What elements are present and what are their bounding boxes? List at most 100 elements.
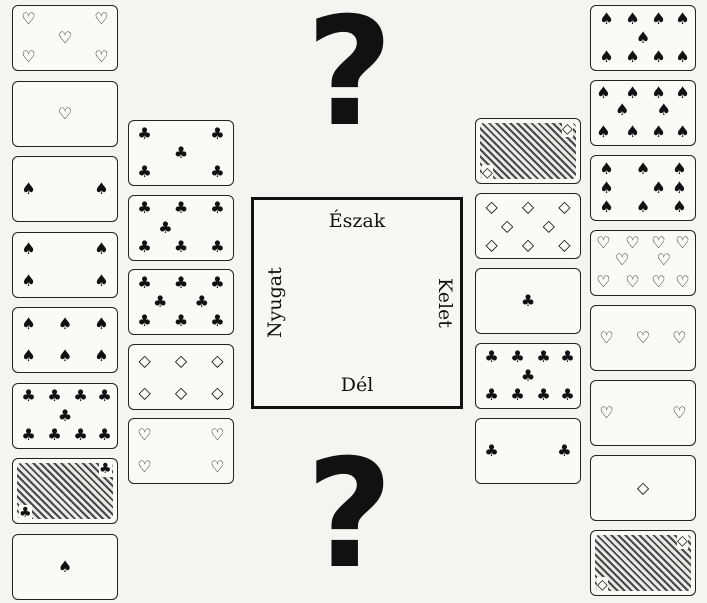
diamond-icon: ◇ (501, 218, 513, 234)
heart-icon: ♡ (625, 274, 639, 290)
heart-icon: ♡ (210, 427, 224, 443)
playing-card: ♠ ♠ ♠ ♠ (12, 232, 118, 298)
spade-icon: ♠ (625, 85, 639, 101)
club-icon: ♣ (210, 200, 224, 216)
spade-icon: ♠ (21, 241, 35, 257)
club-icon: ♣ (19, 505, 32, 521)
spade-icon: ♠ (94, 181, 108, 197)
club-icon: ♣ (210, 164, 224, 180)
spade-icon: ♠ (94, 273, 108, 289)
heart-icon: ♡ (596, 274, 610, 290)
spade-icon: ♠ (94, 316, 108, 332)
diamond-icon: ◇ (175, 385, 187, 401)
playing-card: ♡♡♡♡♡♡♡♡♡♡ (590, 230, 696, 296)
diamond-icon: ◇ (522, 237, 534, 253)
spade-icon: ♠ (672, 199, 686, 215)
spade-icon: ♠ (58, 348, 72, 364)
south-question-mark: ? (306, 440, 393, 590)
club-icon: ♣ (47, 388, 61, 404)
spade-icon: ♠ (94, 241, 108, 257)
playing-card: ◇◇◇◇◇◇◇◇ (475, 193, 581, 259)
heart-icon: ♡ (651, 235, 665, 251)
club-icon: ♣ (557, 443, 571, 459)
diamond-icon: ◇ (558, 199, 570, 215)
spade-icon: ♠ (599, 199, 613, 215)
spade-icon: ♠ (625, 124, 639, 140)
playing-card: ♠♠♠♠♠♠♠♠♠ (590, 155, 696, 221)
diamond-icon: ◇ (138, 385, 150, 401)
spade-icon: ♠ (651, 124, 665, 140)
heart-icon: ♡ (58, 30, 72, 46)
diamond-icon: ◇ (562, 121, 573, 137)
spade-icon: ♠ (651, 85, 665, 101)
playing-card: ♠♠♠♠♠♠ (12, 307, 118, 373)
heart-icon: ♡ (625, 235, 639, 251)
club-icon: ♣ (73, 427, 87, 443)
spade-icon: ♠ (651, 49, 665, 65)
spade-icon: ♠ (675, 85, 689, 101)
spade-icon: ♠ (636, 199, 650, 215)
diamond-icon: ◇ (211, 385, 223, 401)
club-icon: ♣ (560, 349, 574, 365)
diamond-icon: ◇ (677, 533, 688, 549)
diamond-icon: ◇ (637, 480, 649, 496)
heart-icon: ♡ (675, 235, 689, 251)
club-icon: ♣ (174, 145, 188, 161)
heart-icon: ♡ (58, 106, 72, 122)
heart-icon: ♡ (615, 252, 629, 268)
playing-card: ♣♣♣♣♣♣♣♣♣ (475, 343, 581, 409)
spade-icon: ♠ (625, 49, 639, 65)
playing-card: ♡ ♡ ♡ (590, 305, 696, 371)
heart-icon: ♡ (137, 427, 151, 443)
heart-icon: ♡ (657, 252, 671, 268)
heart-icon: ♡ (94, 49, 108, 65)
heart-icon: ♡ (651, 274, 665, 290)
playing-card: ◇◇◇◇◇◇ (128, 344, 234, 410)
diamond-icon: ◇ (482, 165, 493, 181)
club-icon: ♣ (484, 349, 498, 365)
diamond-icon: ◇ (522, 199, 534, 215)
spade-icon: ♠ (21, 348, 35, 364)
club-icon: ♣ (536, 387, 550, 403)
club-icon: ♣ (21, 427, 35, 443)
diamond-icon: ◇ (175, 353, 187, 369)
club-icon: ♣ (210, 239, 224, 255)
heart-icon: ♡ (94, 11, 108, 27)
spade-icon: ♠ (675, 11, 689, 27)
club-icon: ♣ (153, 294, 167, 310)
playing-card: ♣♣ (475, 418, 581, 484)
heart-icon: ♡ (599, 330, 613, 346)
playing-card: ♠ (12, 534, 118, 600)
spade-icon: ♠ (599, 49, 613, 65)
club-icon: ♣ (137, 200, 151, 216)
playing-card: ♠♠ (12, 156, 118, 222)
spade-icon: ♠ (58, 559, 72, 575)
diamond-icon: ◇ (543, 218, 555, 234)
spade-icon: ♠ (675, 49, 689, 65)
north-label: Észak (254, 210, 460, 232)
spade-icon: ♠ (596, 85, 610, 101)
club-icon: ♣ (158, 220, 172, 236)
club-icon: ♣ (137, 164, 151, 180)
playing-card: ♣♣♣♣♣♣♣ (128, 195, 234, 261)
heart-icon: ♡ (672, 330, 686, 346)
club-icon: ♣ (137, 275, 151, 291)
playing-card: ♣♣ (12, 458, 118, 524)
club-icon: ♣ (73, 388, 87, 404)
diamond-icon: ◇ (138, 353, 150, 369)
spade-icon: ♠ (615, 102, 629, 118)
club-icon: ♣ (21, 388, 35, 404)
east-label: Kelet (434, 268, 456, 338)
club-icon: ♣ (137, 126, 151, 142)
playing-card: ♣ ♣ ♣ ♣ ♣ (128, 120, 234, 186)
spade-icon: ♠ (21, 273, 35, 289)
club-icon: ♣ (47, 427, 61, 443)
diamond-icon: ◇ (485, 237, 497, 253)
west-label: Nyugat (264, 268, 286, 338)
heart-icon: ♡ (636, 330, 650, 346)
club-icon: ♣ (210, 126, 224, 142)
club-icon: ♣ (99, 461, 112, 477)
north-question-mark: ? (306, 0, 393, 148)
club-icon: ♣ (210, 275, 224, 291)
playing-card: ◇◇ (590, 530, 696, 596)
